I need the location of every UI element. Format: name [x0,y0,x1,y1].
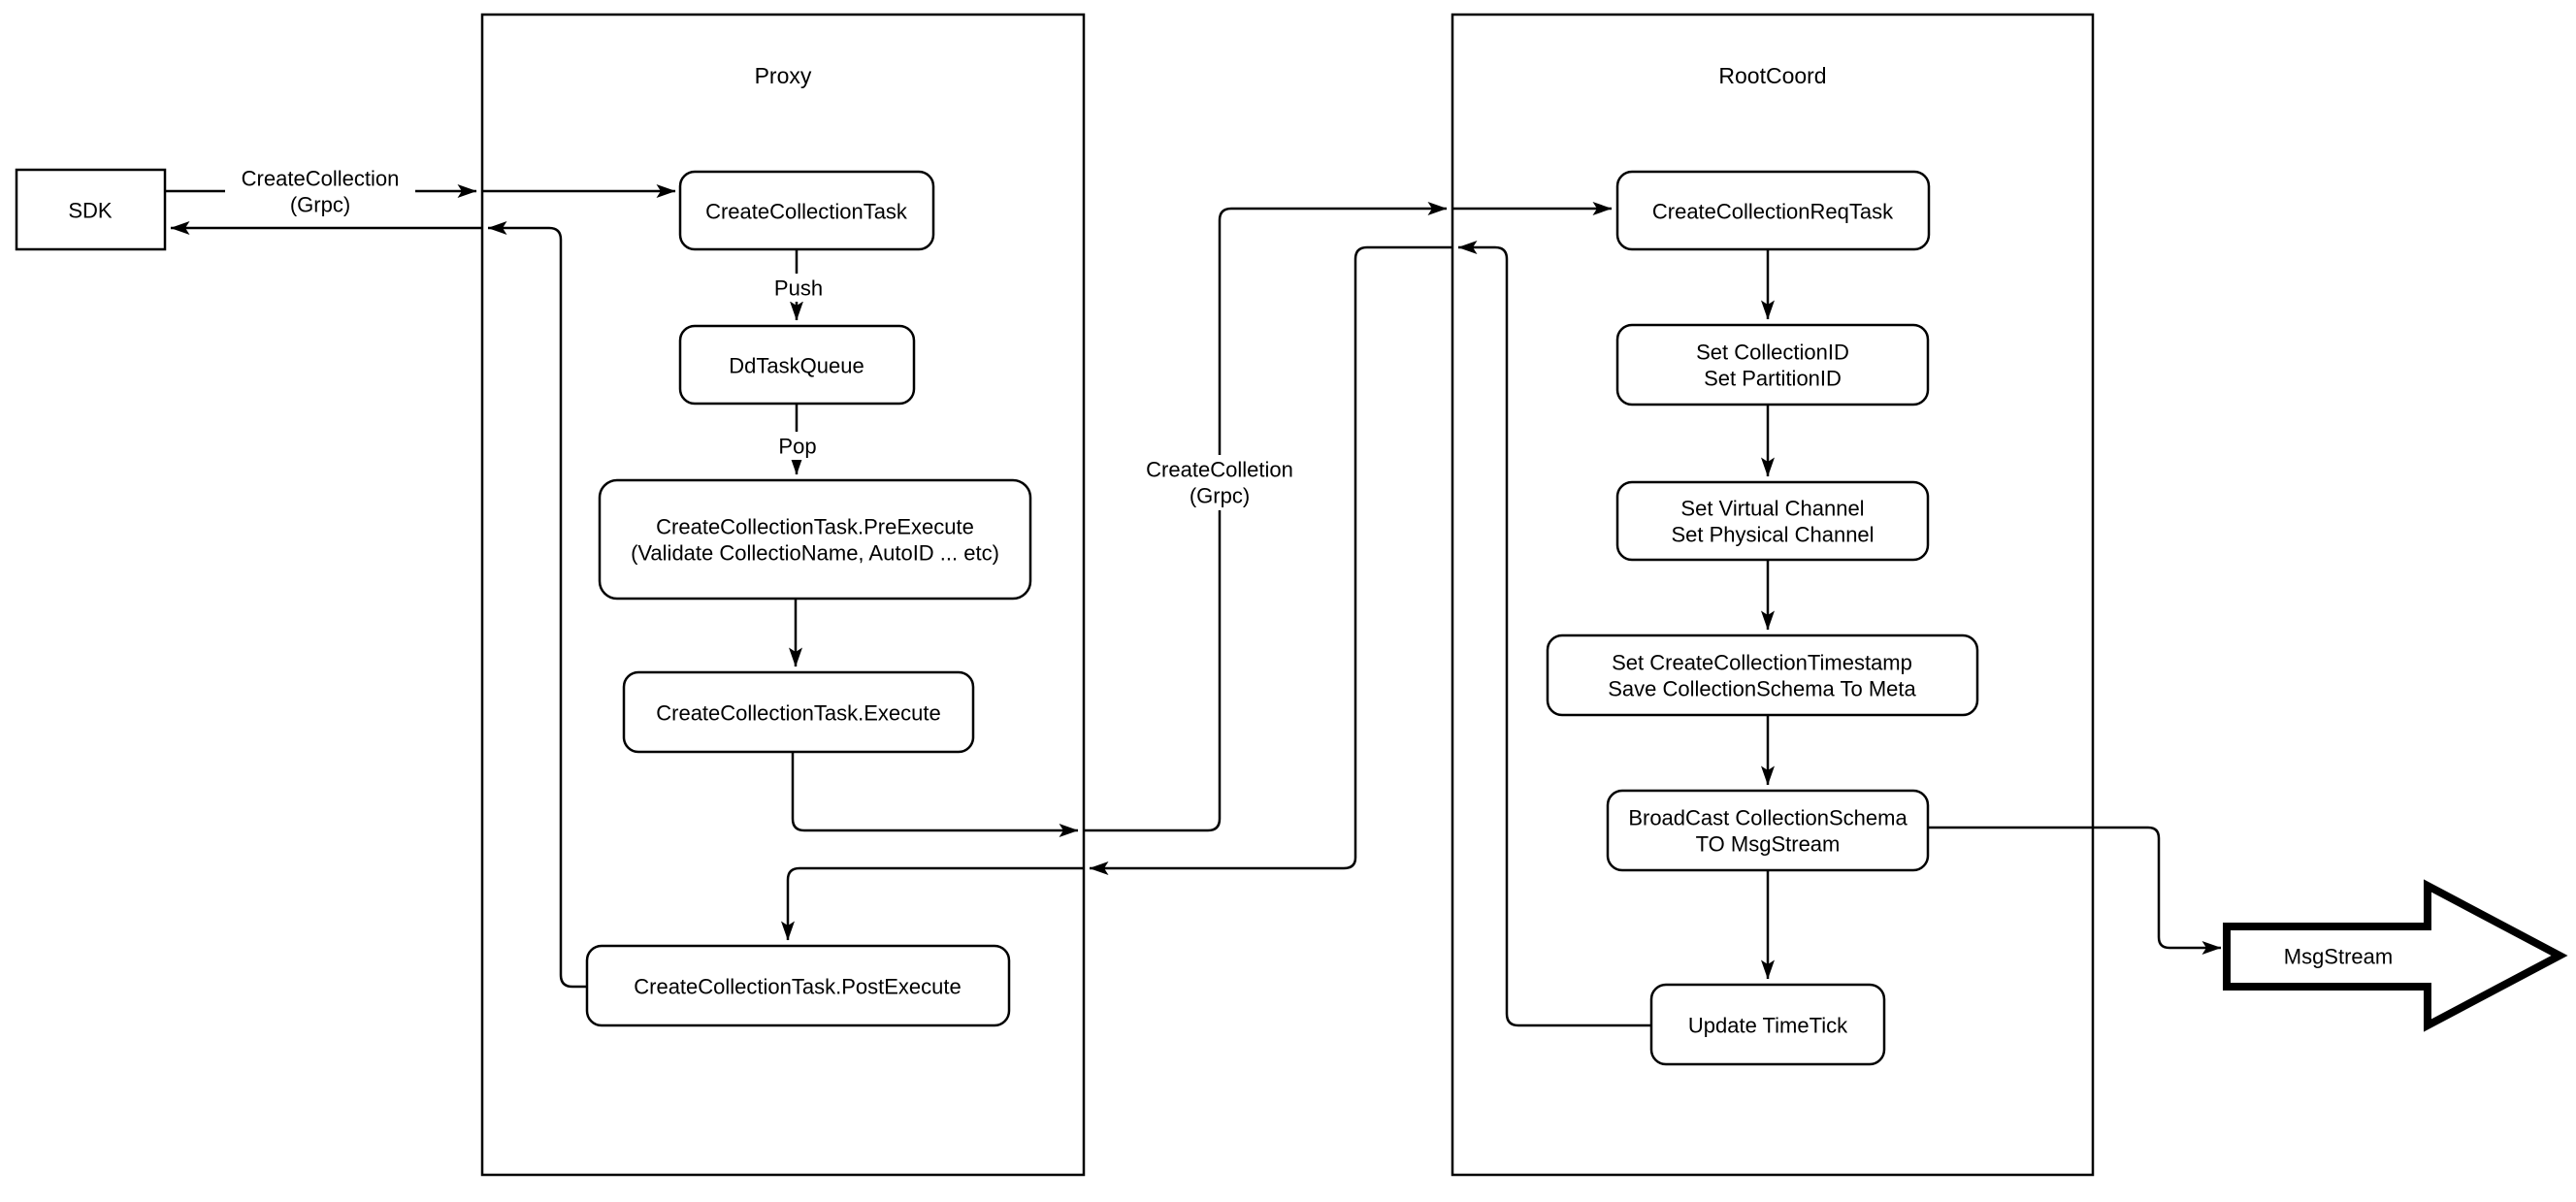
node-set-channels: Set Virtual Channel Set Physical Channel [1615,480,1930,562]
req-task-label: CreateCollectionReqTask [1652,200,1894,224]
node-msgstream: MsgStream [2223,879,2568,1032]
edge-label-sdk-grpc: CreateCollection (Grpc) [225,164,415,219]
set-timestamp-label-line1: Set CreateCollectionTimestamp [1612,651,1912,675]
node-dd-task-queue: DdTaskQueue [678,324,916,406]
set-ids-label-line2: Set PartitionID [1704,367,1842,391]
create-collection-task-label: CreateCollectionTask [705,200,908,224]
update-timetick-label: Update TimeTick [1688,1014,1848,1038]
create-collection-task-box [678,170,935,251]
broadcast-label-line2: TO MsgStream [1696,832,1841,857]
pre-execute-label-line2: (Validate CollectioName, AutoID ... etc) [631,541,999,566]
execute-label: CreateCollectionTask.Execute [656,701,940,726]
node-create-collection-task: CreateCollectionTask [678,170,935,251]
sdk-box [15,168,167,251]
edge-label-bg [773,432,822,460]
push-label: Push [774,276,823,301]
broadcast-label-line1: BroadCast CollectionSchema [1628,806,1908,830]
node-broadcast: BroadCast CollectionSchema TO MsgStream [1606,789,1930,872]
rootcoord-container-title: RootCoord [1718,63,1826,88]
edges [165,184,2222,1027]
edge-label-createcollection-grpc-line1: CreateCollection [242,167,400,191]
set-channels-label-line1: Set Virtual Channel [1680,497,1864,521]
edge-label-bg [770,274,827,302]
msgstream-label: MsgStream [2284,945,2393,969]
edge-postexecute-to-proxy-border [487,221,587,989]
set-channels-box [1615,480,1930,562]
edge-updatetimetick-to-rootcoord-border [1457,241,1651,1027]
req-task-box [1615,170,1931,251]
edge-proxy-to-rootcoord [1084,202,1448,832]
node-update-timetick: Update TimeTick [1649,983,1886,1066]
msgstream-block-arrow [2223,879,2568,1032]
node-req-task: CreateCollectionReqTask [1615,170,1931,251]
edge-label-createcolletion-grpc-line1: CreateColletion [1146,458,1293,482]
edge-label-bg [225,164,415,219]
node-pre-execute: CreateCollectionTask.PreExecute (Validat… [598,478,1032,601]
edge-label-proxy-grpc: CreateColletion (Grpc) [1133,455,1306,510]
edge-label-bg [1133,455,1306,510]
pre-execute-label-line1: CreateCollectionTask.PreExecute [656,515,974,539]
edge-rootcoord-return-to-proxy [1089,245,1452,875]
proxy-container-title: Proxy [755,63,812,88]
post-execute-box [585,944,1011,1027]
sdk-label: SDK [68,199,113,223]
edge-execute-to-proxy-border [791,752,1079,837]
edge-label-push: Push [770,274,827,302]
execute-box [622,670,975,754]
update-timetick-box [1649,983,1886,1066]
node-set-timestamp: Set CreateCollectionTimestamp Save Colle… [1546,633,1979,717]
set-ids-label-line1: Set CollectionID [1696,341,1849,365]
edge-label-createcolletion-grpc-line2: (Grpc) [1190,484,1250,508]
post-execute-label: CreateCollectionTask.PostExecute [634,975,962,999]
edge-return-to-postexecute [781,866,1084,941]
edge-label-pop: Pop [773,432,822,460]
set-timestamp-box [1546,633,1979,717]
set-timestamp-label-line2: Save CollectionSchema To Meta [1608,677,1916,701]
pre-execute-box [598,478,1032,601]
dd-task-queue-label: DdTaskQueue [729,354,864,378]
edge-label-createcollection-grpc-line2: (Grpc) [290,193,350,217]
set-ids-box [1615,323,1930,406]
dd-task-queue-box [678,324,916,406]
node-sdk: SDK [15,168,167,251]
node-set-ids: Set CollectionID Set PartitionID [1615,323,1930,406]
node-post-execute: CreateCollectionTask.PostExecute [585,944,1011,1027]
node-execute: CreateCollectionTask.Execute [622,670,975,754]
broadcast-box [1606,789,1930,872]
set-channels-label-line2: Set Physical Channel [1671,523,1874,547]
pop-label: Pop [778,435,816,459]
edge-broadcast-to-msgstream [1928,826,2222,955]
